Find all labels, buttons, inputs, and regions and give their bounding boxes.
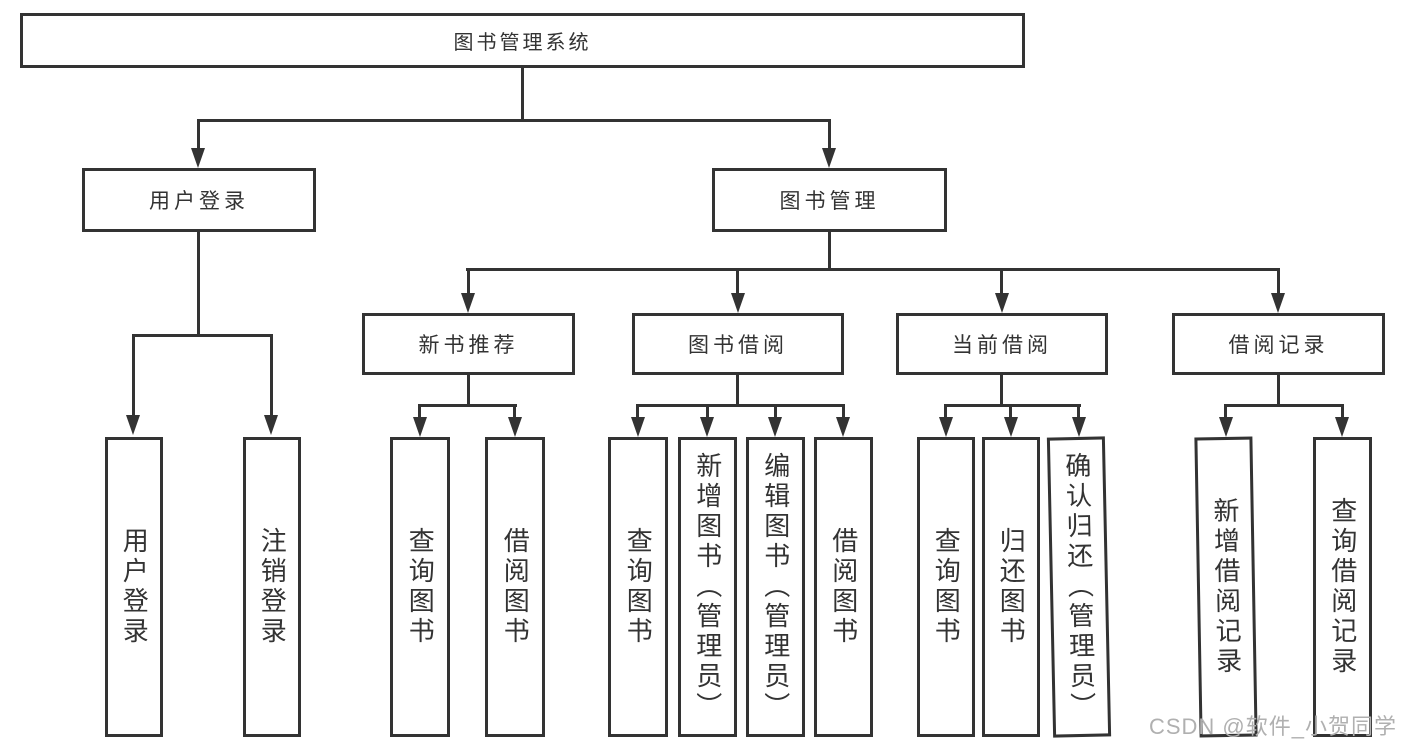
leaf-borrowing-edit-books-admin-label: 编辑图书（管理员） <box>760 452 791 722</box>
leaf-borrowing-edit-books-admin: 编辑图书（管理员） <box>746 437 805 737</box>
node-book-management-label: 图书管理 <box>779 190 880 213</box>
connector-h-line <box>944 404 1081 407</box>
arrowhead-icon <box>700 417 714 437</box>
arrowhead-icon <box>822 148 836 168</box>
arrowhead-icon <box>1004 417 1018 437</box>
connector-h-line <box>636 404 845 407</box>
leaf-logout: 注销登录 <box>243 437 301 737</box>
leaf-records-add-record: 新增借阅记录 <box>1194 436 1258 738</box>
connector-v-line <box>1000 375 1003 407</box>
arrowhead-icon <box>1271 293 1285 313</box>
arrowhead-icon <box>264 415 278 435</box>
arrowhead-icon <box>939 417 953 437</box>
node-book-borrowing-label: 图书借阅 <box>688 334 788 357</box>
leaf-user-login-label: 用户登录 <box>119 527 150 647</box>
connector-h-line <box>132 334 273 337</box>
connector-v-line <box>270 334 273 417</box>
connector-v-line <box>842 404 845 420</box>
arrowhead-icon <box>768 417 782 437</box>
arrowhead-icon <box>461 293 475 313</box>
leaf-records-add-record-label: 新增借阅记录 <box>1209 496 1243 678</box>
node-current-borrowing: 当前借阅 <box>896 313 1108 375</box>
node-borrowing-records-label: 借阅记录 <box>1228 334 1329 357</box>
connector-v-line <box>1224 404 1227 420</box>
node-library-system: 图书管理系统 <box>20 13 1025 68</box>
leaf-current-confirm-return-admin-label: 确认归还（管理员） <box>1061 451 1098 723</box>
arrowhead-icon <box>126 415 140 435</box>
connector-v-line <box>1077 404 1080 420</box>
connector-v-line <box>828 119 831 150</box>
leaf-records-query-record-label: 查询借阅记录 <box>1327 497 1358 677</box>
leaf-recommend-query-books-label: 查询图书 <box>405 527 436 647</box>
leaf-borrowing-borrow-books-label: 借阅图书 <box>828 527 859 647</box>
leaf-current-return-books-label: 归还图书 <box>996 527 1027 647</box>
leaf-borrowing-add-books-admin: 新增图书（管理员） <box>678 437 737 737</box>
leaf-current-query-books: 查询图书 <box>917 437 975 737</box>
connector-v-line <box>636 404 639 420</box>
connector-v-line <box>467 268 470 295</box>
connector-v-line <box>774 404 777 420</box>
arrowhead-icon <box>631 417 645 437</box>
arrowhead-icon <box>836 417 850 437</box>
connector-h-line <box>1224 404 1344 407</box>
node-borrowing-records: 借阅记录 <box>1172 313 1385 375</box>
leaf-current-return-books: 归还图书 <box>982 437 1040 737</box>
leaf-records-query-record: 查询借阅记录 <box>1313 437 1372 737</box>
leaf-logout-label: 注销登录 <box>257 527 288 647</box>
connector-h-line <box>418 404 517 407</box>
connector-v-line <box>513 404 516 420</box>
connector-v-line <box>828 232 831 271</box>
connector-v-line <box>418 404 421 420</box>
arrowhead-icon <box>995 293 1009 313</box>
connector-h-line <box>197 119 831 122</box>
leaf-borrowing-query-books: 查询图书 <box>608 437 668 737</box>
leaf-borrowing-query-books-label: 查询图书 <box>623 527 654 647</box>
node-book-management: 图书管理 <box>712 168 947 232</box>
connector-v-line <box>736 268 739 295</box>
leaf-borrowing-add-books-admin-label: 新增图书（管理员） <box>692 452 723 722</box>
leaf-recommend-query-books: 查询图书 <box>390 437 450 737</box>
arrowhead-icon <box>508 417 522 437</box>
connector-v-line <box>1277 375 1280 407</box>
connector-h-line <box>466 268 1280 271</box>
connector-v-line <box>521 68 524 121</box>
csdn-watermark: CSDN @软件_小贺同学 <box>1148 714 1397 739</box>
leaf-recommend-borrow-books: 借阅图书 <box>485 437 545 737</box>
node-current-borrowing-label: 当前借阅 <box>952 334 1052 357</box>
connector-v-line <box>944 404 947 420</box>
connector-v-line <box>1277 268 1280 295</box>
connector-v-line <box>706 404 709 420</box>
arrowhead-icon <box>731 293 745 313</box>
leaf-current-confirm-return-admin: 确认归还（管理员） <box>1046 436 1112 738</box>
connector-v-line <box>1341 404 1344 420</box>
leaf-borrowing-borrow-books: 借阅图书 <box>814 437 873 737</box>
connector-v-line <box>736 375 739 407</box>
leaf-current-query-books-label: 查询图书 <box>931 527 962 647</box>
node-user-login-label: 用户登录 <box>149 190 249 213</box>
node-library-system-label: 图书管理系统 <box>453 32 592 54</box>
node-book-borrowing: 图书借阅 <box>632 313 844 375</box>
connector-v-line <box>132 334 135 417</box>
connector-v-line <box>197 119 200 150</box>
arrowhead-icon <box>413 417 427 437</box>
leaf-user-login: 用户登录 <box>105 437 163 737</box>
connector-v-line <box>1009 404 1012 420</box>
node-new-book-recommend-label: 新书推荐 <box>418 334 519 357</box>
arrowhead-icon <box>191 148 205 168</box>
arrowhead-icon <box>1219 417 1233 437</box>
node-new-book-recommend: 新书推荐 <box>362 313 575 375</box>
connector-v-line <box>1000 268 1003 295</box>
leaf-recommend-borrow-books-label: 借阅图书 <box>500 527 531 647</box>
connector-v-line <box>197 232 200 337</box>
node-user-login: 用户登录 <box>82 168 316 232</box>
connector-v-line <box>467 375 470 407</box>
arrowhead-icon <box>1072 417 1086 437</box>
arrowhead-icon <box>1335 417 1349 437</box>
